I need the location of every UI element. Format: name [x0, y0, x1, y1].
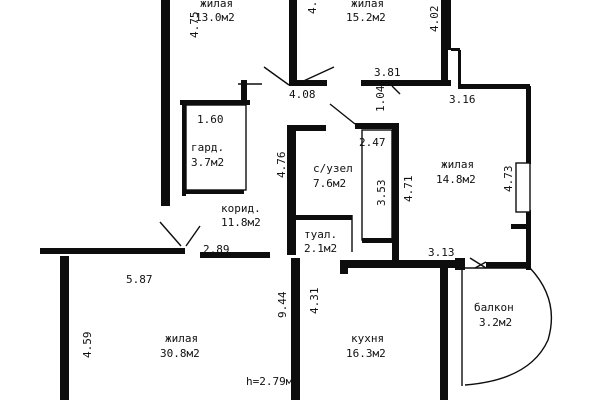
- wall: [441, 0, 448, 80]
- room-area: 3.7м2: [191, 156, 224, 169]
- dimension: 4.02: [428, 6, 441, 33]
- wall: [392, 123, 399, 263]
- dimension: 3.81: [374, 66, 401, 79]
- door-swing: [329, 103, 356, 125]
- room-area: 3.2м2: [479, 316, 512, 329]
- wall: [296, 125, 326, 131]
- room-labels: жилая 13.0м2 жилая 15.2м2 гард. 3.7м2 с/…: [160, 0, 514, 360]
- wall: [289, 0, 297, 86]
- wall: [182, 100, 186, 196]
- room-area: 7.6м2: [313, 177, 346, 190]
- wall: [40, 248, 185, 254]
- dimension: 4.1: [306, 0, 319, 14]
- dimension: 5.87: [126, 273, 153, 286]
- dimension: 4.76: [275, 152, 288, 179]
- room-name: с/узел: [313, 162, 353, 175]
- wall: [486, 262, 530, 268]
- wall: [361, 80, 451, 86]
- dimension: 9.44: [276, 291, 289, 318]
- dimension: 4.59: [81, 332, 94, 359]
- door-swing: [296, 66, 335, 85]
- dimension-labels: 4.75 4.1 4.02 1.04 4.76 3.53 4.71 4.73 9…: [81, 0, 515, 388]
- room-area: 15.2м2: [346, 11, 386, 24]
- ceiling-height: h=2.79м: [246, 375, 293, 388]
- wall: [526, 86, 531, 164]
- room-area: 11.8м2: [221, 216, 261, 229]
- room-area: 30.8м2: [160, 347, 200, 360]
- wall: [526, 210, 531, 270]
- wall: [200, 252, 270, 258]
- wall: [296, 215, 352, 220]
- door-swing: [391, 85, 401, 95]
- wall: [340, 260, 455, 268]
- dimension: 2.47: [359, 136, 386, 149]
- walls: [40, 0, 531, 400]
- wall: [355, 123, 398, 129]
- dimension: 2.89: [203, 243, 230, 256]
- room-name: жилая: [441, 158, 474, 171]
- wall: [180, 100, 250, 105]
- room-name: гард.: [191, 141, 224, 154]
- dimension: 4.75: [188, 12, 201, 39]
- wall: [362, 238, 399, 243]
- wall: [458, 84, 530, 89]
- dimension: 1.60: [197, 113, 224, 126]
- room-area: 14.8м2: [436, 173, 476, 186]
- room-name: балкон: [474, 301, 514, 314]
- wall: [291, 258, 300, 400]
- dimension: 4.71: [402, 176, 415, 203]
- room-name: кухня: [351, 332, 384, 345]
- wall: [511, 224, 529, 229]
- balcony-outline: [464, 267, 553, 386]
- dimension: 4.08: [289, 88, 316, 101]
- room-name: туал.: [304, 228, 337, 241]
- door-swing: [263, 66, 290, 86]
- dimension: 3.13: [428, 246, 455, 259]
- door-arc: [474, 261, 487, 269]
- room-area: 13.0м2: [195, 11, 235, 24]
- wall: [161, 0, 170, 206]
- wall: [440, 268, 448, 400]
- room-area: 16.3м2: [346, 347, 386, 360]
- wall: [182, 190, 244, 194]
- room-name: жилая: [200, 0, 233, 10]
- dimension: 4.73: [502, 166, 515, 193]
- wall: [455, 258, 465, 270]
- window-frame: [515, 162, 531, 213]
- room-name: жилая: [165, 332, 198, 345]
- wall: [458, 50, 461, 86]
- wall: [287, 125, 296, 255]
- room-name: корид.: [221, 202, 261, 215]
- room-area: 2.1м2: [304, 242, 337, 255]
- door-swing: [469, 257, 487, 269]
- door-swing: [159, 221, 182, 247]
- wall: [451, 48, 460, 51]
- dimension: 3.53: [375, 180, 388, 207]
- door-swing: [185, 225, 201, 247]
- doors: [159, 66, 553, 386]
- wall: [60, 256, 69, 400]
- room-name: жилая: [351, 0, 384, 10]
- wall: [340, 260, 348, 274]
- dimension: 4.31: [308, 288, 321, 315]
- wall: [297, 80, 327, 86]
- dimension: 3.16: [449, 93, 476, 106]
- dimension: 1.04: [374, 85, 387, 112]
- wall: [448, 0, 451, 50]
